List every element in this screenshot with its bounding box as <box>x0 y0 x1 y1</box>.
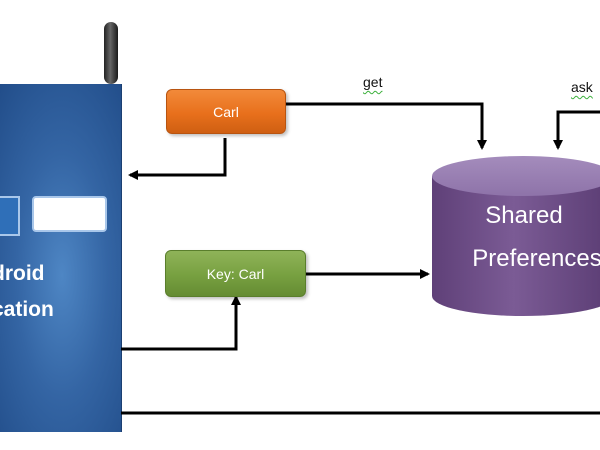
app-label-line-2: cation <box>0 298 54 321</box>
arrow-app-to-key <box>121 295 241 351</box>
store-label-line-1: Shared <box>485 202 563 229</box>
phone-button-right <box>32 196 107 232</box>
key-box: Key: Carl <box>165 250 306 297</box>
shared-preferences-store <box>432 156 600 316</box>
phone-body <box>0 84 122 432</box>
edge-label-ask: ask <box>571 79 593 95</box>
store-cylinder-top <box>432 156 600 196</box>
phone-antenna <box>104 22 118 84</box>
arrow-value-to-store <box>285 102 487 150</box>
edge-label-get: get <box>363 74 383 90</box>
value-box: Carl <box>166 89 286 134</box>
arrows <box>121 102 600 415</box>
arrow-ask-into-store <box>553 110 600 150</box>
arrow-value-to-app <box>128 138 227 180</box>
store-cylinder-body <box>432 176 600 316</box>
app-label-line-1: droid <box>0 262 45 285</box>
phone-button-left <box>0 196 20 236</box>
store-label-line-2: Preferences <box>472 245 600 272</box>
